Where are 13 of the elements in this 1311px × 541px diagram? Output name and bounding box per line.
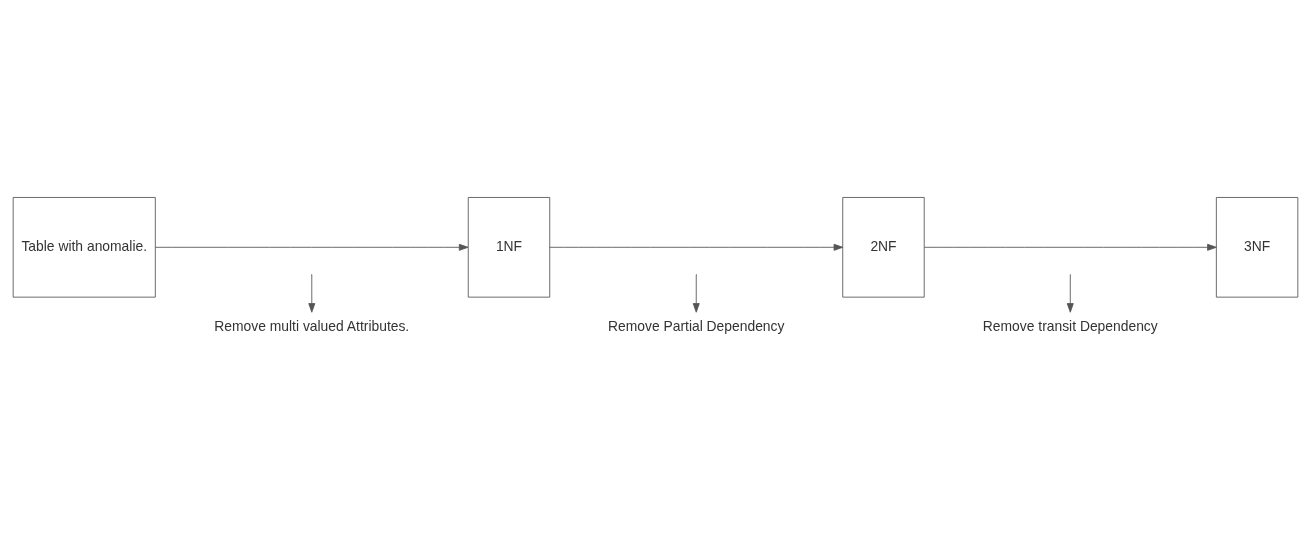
arrow [308, 275, 316, 313]
arrow [692, 275, 700, 313]
arrow [155, 243, 469, 251]
node-box: Table with anomalie. [12, 197, 156, 298]
arrow [924, 243, 1217, 251]
node-text: Remove multi valued Attributes. [214, 318, 410, 335]
node-text: Remove Partial Dependency [608, 318, 785, 335]
arrow [549, 243, 844, 251]
node-text: Remove transit Dependency [982, 318, 1158, 335]
node-box: 3NF [1215, 197, 1299, 298]
node-box: 2NF [842, 197, 925, 298]
node-box: 1NF [467, 197, 551, 298]
arrow [1066, 275, 1074, 313]
